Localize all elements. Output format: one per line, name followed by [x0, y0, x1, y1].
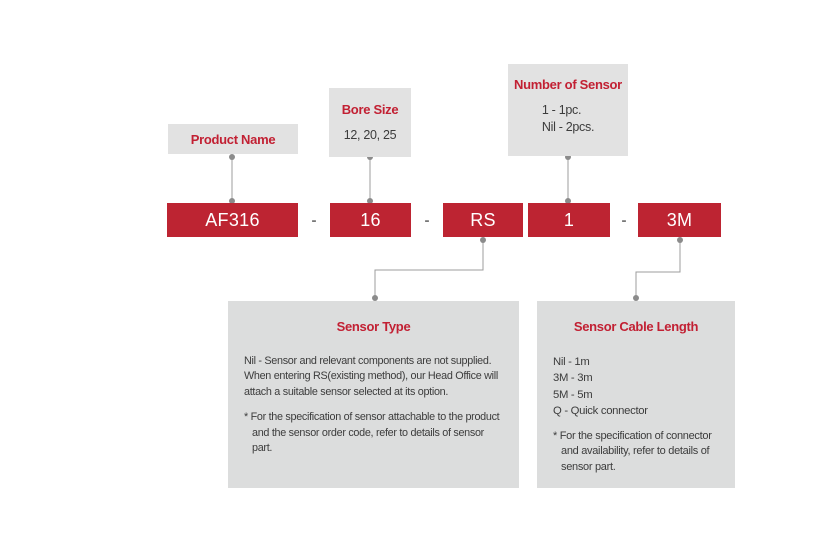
sensor-cable-length-panel: Sensor Cable Length Nil - 1m 3M - 3m 5M …: [537, 301, 735, 488]
code-segment-1: 1: [528, 203, 610, 237]
bore-size-title: Bore Size: [341, 102, 399, 117]
cable-length-option: 5M - 5m: [553, 388, 593, 401]
sensor-type-title: Sensor Type: [336, 319, 411, 334]
connector-line-cable-length: [635, 240, 681, 298]
number-of-sensor-title: Number of Sensor: [514, 77, 622, 92]
connector-dot: [480, 237, 486, 243]
number-of-sensor-options: 1 - 1pc. Nil - 2pcs.: [541, 102, 595, 136]
sensor-type-description: Nil - Sensor and relevant components are…: [244, 354, 498, 398]
code-separator: -: [311, 211, 317, 229]
connector-line-sensor-type: [374, 240, 484, 298]
connector-dot: [372, 295, 378, 301]
code-segment-3m: 3M: [638, 203, 721, 237]
number-of-sensor-label: Number of Sensor 1 - 1pc. Nil - 2pcs.: [508, 64, 628, 156]
cable-length-option: Nil - 1m: [553, 355, 590, 368]
sensor-cable-length-note: * For the specification of connector and…: [553, 429, 712, 473]
connector-dot: [677, 237, 683, 243]
connector-dot: [229, 154, 235, 160]
sensor-type-note: * For the specification of sensor attach…: [244, 411, 500, 454]
cable-length-option: Q - Quick connector: [553, 405, 648, 417]
connector-dot: [565, 198, 571, 204]
code-segment-16: 16: [330, 203, 411, 237]
code-segment-af316: AF316: [167, 203, 298, 237]
number-of-sensor-option: 1 - 1pc.: [541, 103, 582, 117]
connector-dot: [633, 295, 639, 301]
code-segment-rs: RS: [443, 203, 523, 237]
product-name-title: Product Name: [190, 131, 276, 147]
code-separator: -: [621, 211, 627, 229]
number-of-sensor-option: Nil - 2pcs.: [541, 120, 595, 134]
connector-dot: [229, 198, 235, 204]
sensor-cable-length-options: Nil - 1m 3M - 3m 5M - 5m Q - Quick conne…: [553, 354, 719, 420]
sensor-cable-length-title: Sensor Cable Length: [573, 319, 699, 334]
connector-dot: [367, 198, 373, 204]
sensor-type-panel: Sensor Type Nil - Sensor and relevant co…: [228, 301, 519, 488]
bore-size-values: 12, 20, 25: [343, 128, 397, 142]
code-separator: -: [424, 211, 430, 229]
bore-size-label: Bore Size 12, 20, 25: [329, 88, 411, 157]
cable-length-option: 3M - 3m: [553, 372, 593, 384]
product-name-label: Product Name: [168, 124, 298, 154]
